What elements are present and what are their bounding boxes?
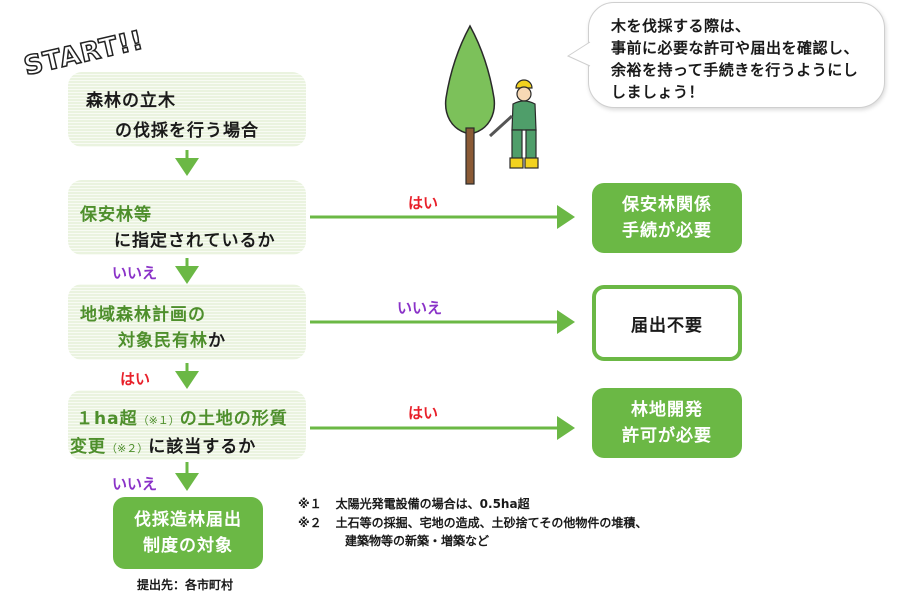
step-land-alteration-note1: （※１） <box>137 414 180 427</box>
result-felling-notification: 伐採造林届出 制度の対象 <box>113 497 263 569</box>
speech-bubble: 木を伐採する際は、 事前に必要な許可や届出を確認し、 余裕を持って手続きを行うよ… <box>588 2 885 108</box>
speech-line-1: 木を伐採する際は、 <box>611 17 751 35</box>
result-forest-development-line2: 許可が必要 <box>622 426 712 446</box>
result-felling-notification-line2: 制度の対象 <box>143 536 233 556</box>
step-land-alteration-applies: に該当するか <box>148 437 257 457</box>
submit-to-label: 提出先：各市町村 <box>137 578 234 592</box>
speech-line-3: 余裕を持って手続きを行うようにし <box>611 61 859 79</box>
step-regional-forest-plan-line2: 対象民有林か <box>118 326 226 351</box>
footnote-1-text: 太陽光発電設備の場合は、0.5ha超 <box>335 497 530 511</box>
tree-icon <box>444 24 496 135</box>
step-land-alteration-change: 変更 <box>70 437 106 457</box>
step-protection-forest <box>68 180 306 255</box>
footnote-1: ※１ 太陽光発電設備の場合は、0.5ha超 <box>298 495 530 512</box>
footnote-2-text: 土石等の採掘、宅地の造成、土砂捨てその他物件の堆積、 <box>335 516 648 530</box>
step-land-alteration-line1: １ha超（※１）の土地の形質 <box>76 404 288 429</box>
speech-line-4: しましょう！ <box>611 83 705 101</box>
result-forest-development-line1: 林地開発 <box>631 400 703 420</box>
worker-icon <box>488 79 539 169</box>
step-protection-forest-line1: 保安林等 <box>80 205 152 225</box>
step-forest-felling <box>68 72 306 147</box>
answer-q3-no: いいえ <box>397 299 443 317</box>
speech-bubble-tail <box>566 41 592 67</box>
step-regional-forest-plan-ka: か <box>208 331 226 351</box>
result-protection-forest-procedure: 保安林関係 手続が必要 <box>592 183 742 253</box>
speech-line-2: 事前に必要な許可や届出を確認し、 <box>611 39 860 57</box>
step-land-alteration-text: の土地の形質 <box>179 409 288 429</box>
step-regional-forest-plan-target: 対象民有林 <box>118 331 208 351</box>
step-regional-forest-plan-line1: 地域森林計画の <box>80 305 206 325</box>
footnote-2-continued: 建築物等の新築・増築など <box>345 534 490 548</box>
result-no-notification-label: 届出不要 <box>631 315 703 336</box>
result-forest-development-permit: 林地開発 許可が必要 <box>592 388 742 458</box>
footnote-1-mark: ※１ <box>298 497 322 511</box>
step-regional-forest-plan <box>68 284 306 360</box>
tree-worker-illustration <box>444 24 539 185</box>
result-no-notification: 届出不要 <box>592 285 742 361</box>
step-land-alteration <box>68 390 306 460</box>
answer-q3-yes: はい <box>120 370 151 388</box>
step-land-alteration-line2: 変更（※２）に該当するか <box>70 432 256 457</box>
step-land-alteration-note2: （※２） <box>106 442 149 455</box>
result-protection-forest-line2: 手続が必要 <box>622 221 712 241</box>
step-forest-felling-line2: の伐採を行う場合 <box>115 121 259 141</box>
result-felling-notification-line1: 伐採造林届出 <box>134 510 242 530</box>
step-land-alteration-area: １ha超 <box>76 409 138 429</box>
footnote-2-mark: ※２ <box>298 516 322 530</box>
footnote-2: ※２ 土石等の採掘、宅地の造成、土砂捨てその他物件の堆積、 <box>298 514 647 531</box>
answer-q2-yes: はい <box>408 194 439 212</box>
result-protection-forest-line1: 保安林関係 <box>622 195 712 215</box>
answer-q4-yes: はい <box>408 404 439 422</box>
step-forest-felling-line1: 森林の立木 <box>86 91 176 111</box>
answer-q4-no: いいえ <box>112 475 158 493</box>
answer-q2-no: いいえ <box>112 264 158 282</box>
step-protection-forest-line2: に指定されているか <box>114 231 276 251</box>
